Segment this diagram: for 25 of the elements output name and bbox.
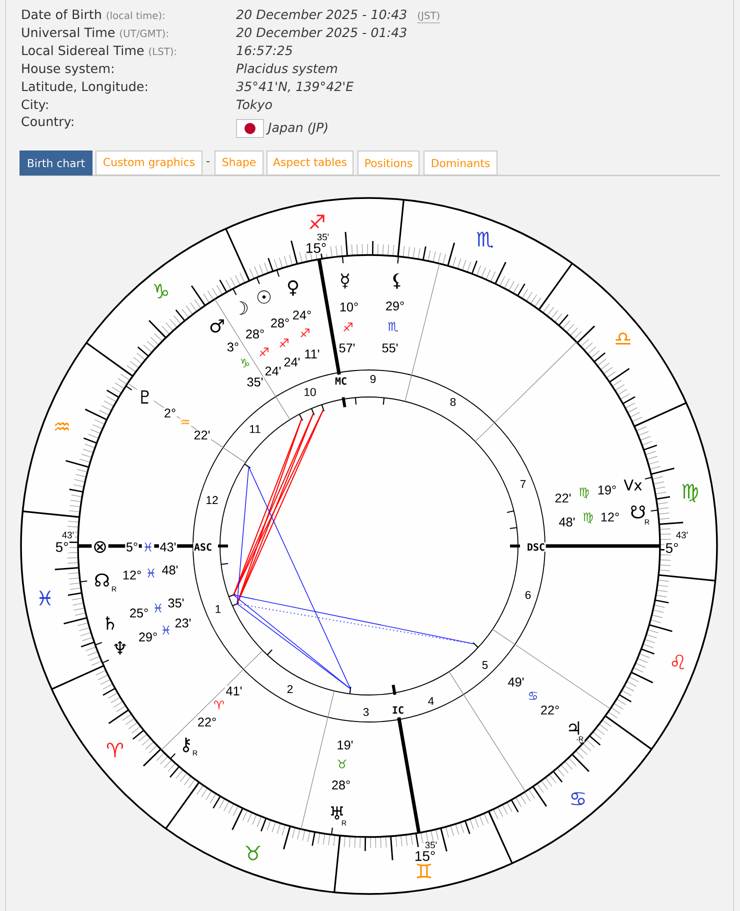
- separator: -: [206, 161, 210, 162]
- field-value: Placidus system: [236, 63, 338, 76]
- tab: Aspect tables: [266, 150, 354, 176]
- field-note: (UT/GMT):: [120, 30, 168, 38]
- timezone-link: (JST): [416, 12, 440, 24]
- field-label: Universal Time: [22, 27, 115, 38]
- field-value: 16:57:25: [236, 46, 292, 56]
- tab: Custom graphics: [96, 150, 202, 176]
- tab: Shape: [214, 150, 264, 176]
- field-label: City:: [22, 99, 48, 112]
- tab: Dominants: [424, 150, 498, 176]
- field-value: 20 December 2025 - 01:43: [236, 27, 406, 38]
- field-value: Tokyo: [236, 99, 272, 112]
- field-value: Japan (JP): [266, 122, 328, 135]
- field-note: (local time):: [106, 12, 164, 20]
- field-label: Country:: [22, 116, 74, 129]
- field-note: (LST):: [149, 48, 176, 56]
- field-label: Latitude, Longitude:: [22, 81, 147, 94]
- tab: Positions: [358, 150, 420, 176]
- active-tab: Birth chart: [20, 150, 92, 176]
- field-value: 20 December 2025 - 10:43: [236, 9, 406, 20]
- field-value: 35°41'N, 139°42'E: [236, 82, 354, 92]
- field-label: Date of Birth: [22, 9, 101, 20]
- field-label: Local Sidereal Time: [22, 45, 144, 56]
- field-label: House system:: [22, 64, 114, 76]
